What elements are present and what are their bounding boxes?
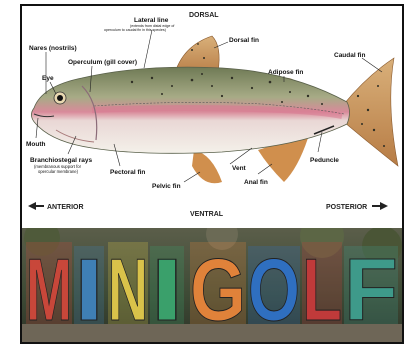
image-border bbox=[20, 4, 404, 344]
